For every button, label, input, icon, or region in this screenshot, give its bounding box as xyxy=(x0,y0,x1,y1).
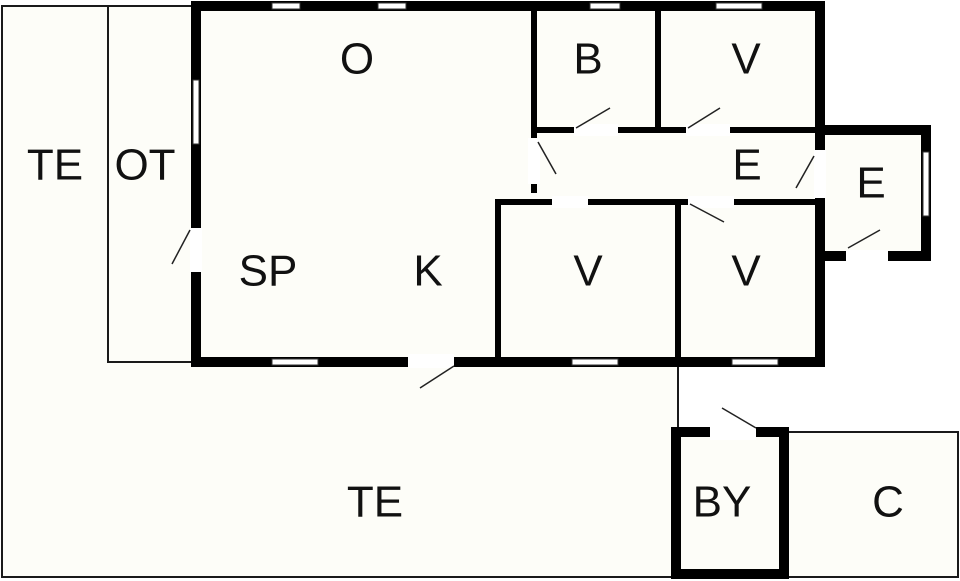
room-label-sp: SP xyxy=(239,247,298,296)
room-label-v-top: V xyxy=(731,35,761,84)
door-openings xyxy=(190,124,888,440)
room-label-b: B xyxy=(573,35,602,84)
room-label-v-mid: V xyxy=(573,247,603,296)
windows xyxy=(192,2,930,366)
house-floor xyxy=(196,6,820,362)
entry-floor xyxy=(820,128,928,258)
door-swings xyxy=(171,107,881,429)
room-label-v-right: V xyxy=(731,247,761,296)
room-labels: TE OT O B V E E SP K V V TE BY C xyxy=(27,35,904,527)
carport-floor xyxy=(786,432,958,577)
room-label-o: O xyxy=(340,35,374,84)
terrace-outline xyxy=(1,5,959,578)
room-label-ot: OT xyxy=(114,141,175,190)
room-label-te-bottom: TE xyxy=(347,478,403,527)
room-label-by: BY xyxy=(693,478,752,527)
room-label-e-hall: E xyxy=(732,141,761,190)
room-label-k: K xyxy=(413,247,442,296)
room-label-e-entry: E xyxy=(856,159,885,208)
room-label-c: C xyxy=(872,478,904,527)
storage-floor xyxy=(674,430,786,577)
room-label-te-left: TE xyxy=(27,141,83,190)
